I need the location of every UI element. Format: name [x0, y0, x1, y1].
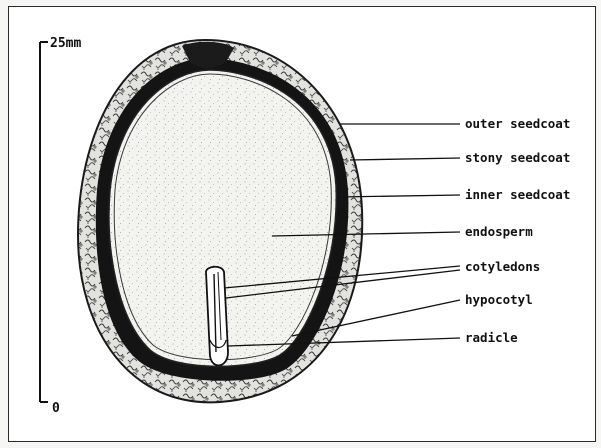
- embryo: [206, 267, 228, 366]
- label-outer-seedcoat: outer seedcoat: [465, 116, 570, 131]
- scale-bottom-label: 0: [52, 401, 60, 416]
- label-radicle: radicle: [465, 330, 518, 345]
- label-cotyledons: cotyledons: [465, 259, 540, 274]
- label-stony-seedcoat: stony seedcoat: [465, 150, 570, 165]
- label-inner-seedcoat: inner seedcoat: [465, 187, 570, 202]
- scale-bar: 25mm 0: [40, 36, 81, 416]
- label-hypocotyl: hypocotyl: [465, 292, 533, 307]
- label-endosperm: endosperm: [465, 224, 533, 239]
- scale-top-label: 25mm: [50, 36, 81, 51]
